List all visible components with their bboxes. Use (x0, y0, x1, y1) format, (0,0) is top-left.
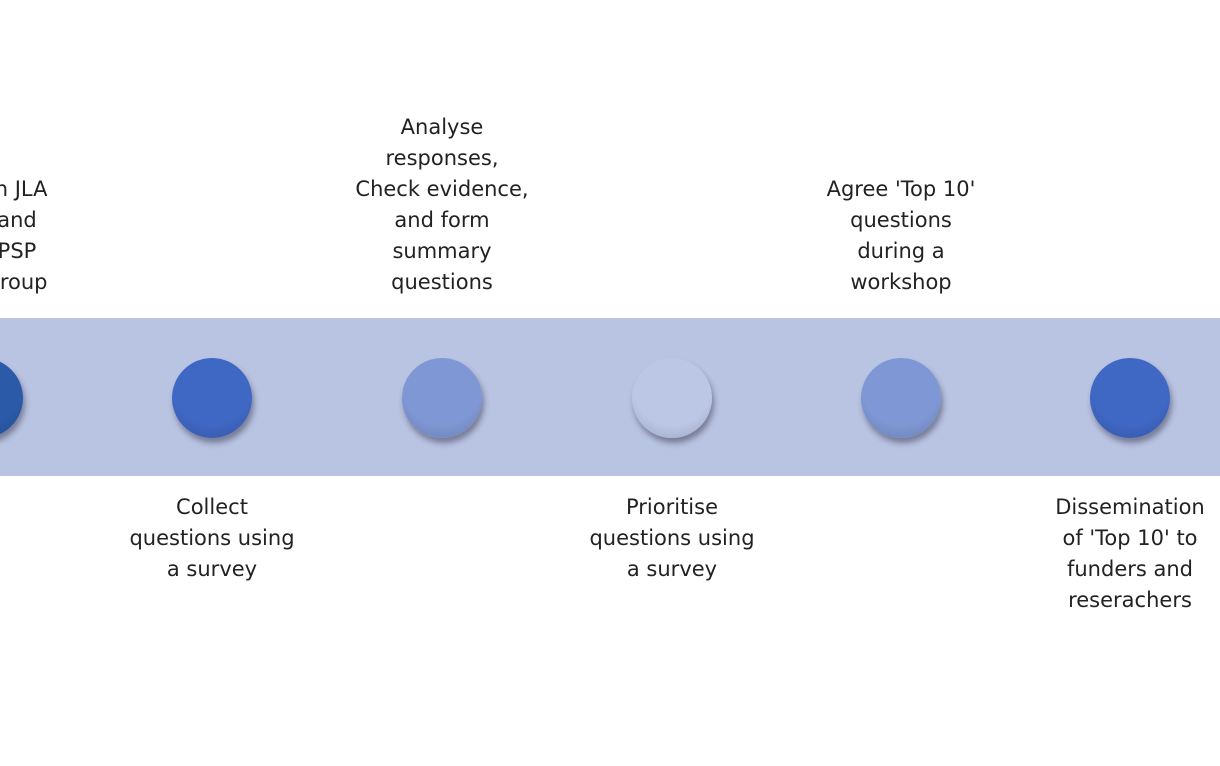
step-5-label: Agree 'Top 10' questions during a worksh… (826, 177, 976, 294)
step-1-label: th JLA and PSP group (0, 177, 48, 294)
step-2-label: Collect questions using a survey (129, 495, 295, 581)
step-6-node (1090, 358, 1170, 438)
step-4-label: Prioritise questions using a survey (589, 495, 755, 581)
step-3-node (402, 358, 482, 438)
step-1-node (0, 358, 23, 438)
step-5-node (861, 358, 941, 438)
step-3-label: Analyse responses, Check evidence, and f… (355, 115, 529, 294)
step-2-node (172, 358, 252, 438)
step-4-node (632, 358, 712, 438)
step-6-label: Dissemination of 'Top 10' to funders and… (1055, 495, 1205, 612)
